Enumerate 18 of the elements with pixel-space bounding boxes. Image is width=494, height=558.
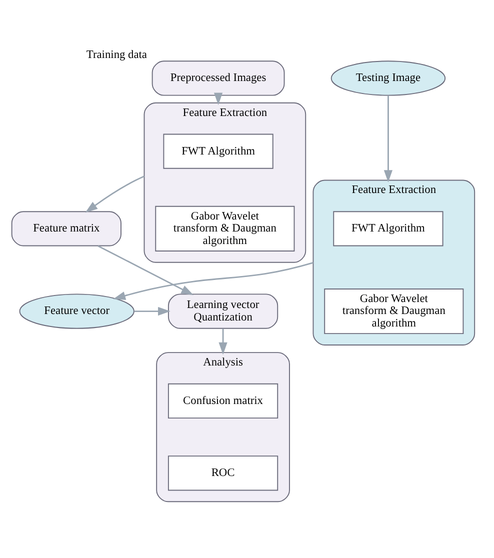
node-box: ROC xyxy=(168,456,278,491)
node-box: FWT Algorithm xyxy=(333,211,444,246)
node-box: Feature matrix xyxy=(11,211,122,246)
node-label: Training data xyxy=(86,48,147,61)
node-box: FWT Algorithm xyxy=(163,134,274,169)
node-ellipse: Testing Image xyxy=(330,60,446,96)
node-box: Learning vector Quantization xyxy=(168,294,278,329)
arrow xyxy=(218,328,228,355)
arrow xyxy=(98,245,194,296)
node-box: Gabor Wavelet transform & Daugman algorithm xyxy=(155,206,295,252)
arrow xyxy=(214,92,223,106)
arrow xyxy=(384,95,393,182)
node-box: Gabor Wavelet transform & Daugman algorithm xyxy=(324,288,464,334)
arrow xyxy=(85,176,145,213)
node-box: Confusion matrix xyxy=(168,383,278,419)
arrow xyxy=(113,262,314,300)
node-ellipse: Feature vector xyxy=(19,294,134,329)
arrow xyxy=(134,306,170,316)
